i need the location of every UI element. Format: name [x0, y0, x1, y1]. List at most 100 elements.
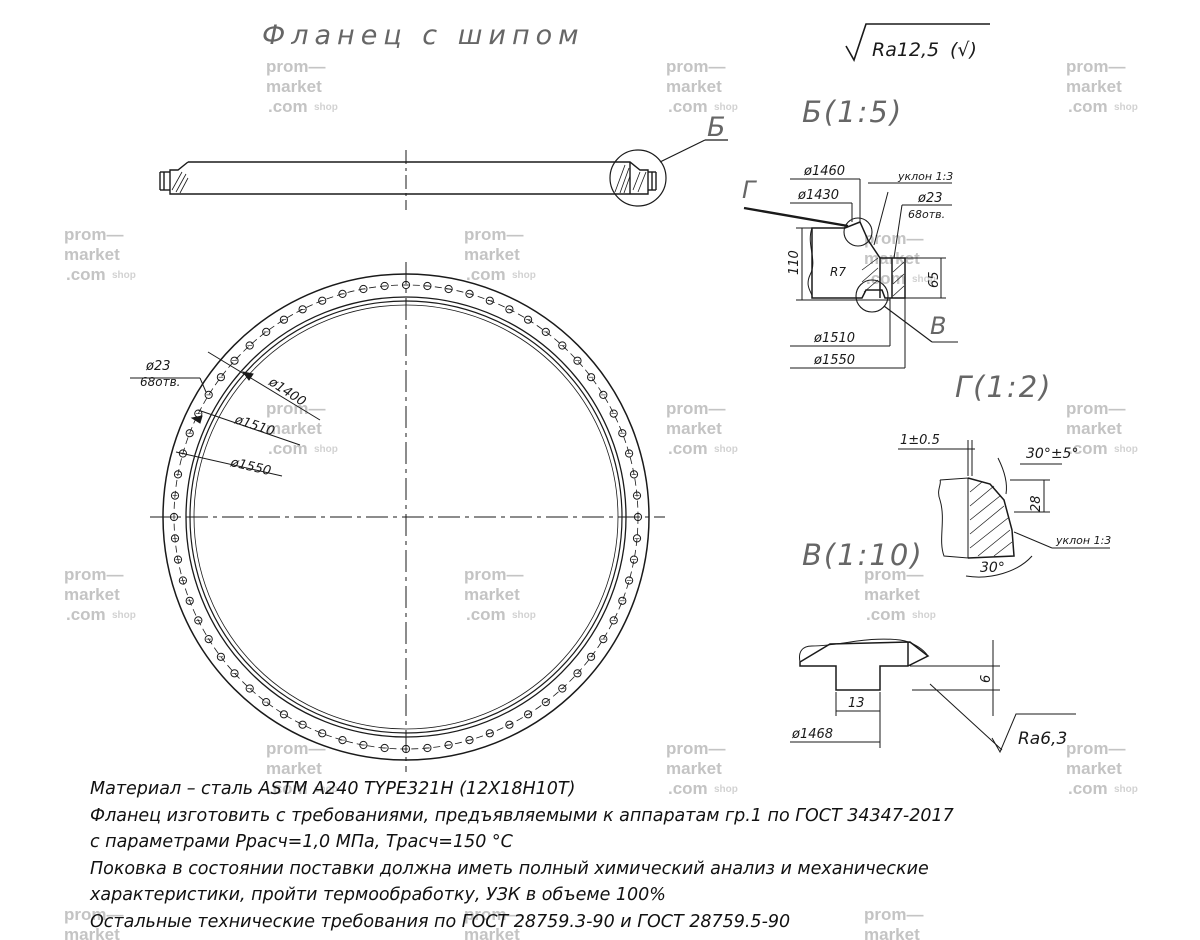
bolt-hole	[185, 429, 194, 438]
bolt-hole	[216, 373, 225, 382]
bolt-hole	[524, 315, 533, 324]
bolt-hole	[170, 534, 180, 543]
detail-b-hole: ø23	[917, 191, 943, 206]
bolt-hole	[609, 409, 618, 418]
watermark-text: market	[1066, 759, 1122, 778]
bolt-hole	[318, 729, 327, 738]
plan-dim-1550: ø1550	[228, 455, 272, 479]
bolt-hole	[541, 327, 550, 336]
watermark-text: prom—	[266, 57, 326, 76]
note-other-standards: Остальные технические требования по ГОСТ…	[90, 911, 791, 932]
watermark-text: market	[666, 419, 722, 438]
bolt-hole	[173, 470, 183, 479]
bolt-hole	[185, 596, 194, 605]
bolt-hole	[625, 576, 634, 585]
watermark-text: .com	[66, 265, 106, 284]
watermark-text: market	[864, 925, 920, 940]
bolt-hole	[444, 284, 453, 294]
bolt-hole	[216, 652, 225, 661]
bolt-hole	[318, 296, 327, 305]
bolt-hole	[359, 284, 368, 294]
technical-requirements: Материал – сталь ASTM A240 TYPE321H (12Х…	[90, 776, 1090, 935]
watermark-shop-text: shop	[512, 610, 536, 621]
bolt-hole	[245, 684, 254, 693]
bolt-hole	[599, 390, 608, 399]
watermark-text: .com	[668, 97, 708, 116]
surface-finish-general	[845, 23, 990, 62]
bolt-hole	[423, 743, 432, 753]
note-requirements: Фланец изготовить с требованиями, предъя…	[90, 805, 954, 826]
watermark-text: prom—	[266, 739, 326, 758]
bolt-hole	[298, 305, 307, 314]
watermark-shop-text: shop	[912, 610, 936, 621]
drawing-title: Фланец с шипом	[262, 20, 585, 51]
watermark-text: market	[64, 585, 120, 604]
watermark-text: .com	[268, 97, 308, 116]
bolt-holes	[169, 280, 643, 754]
bolt-hole	[230, 669, 239, 678]
detail-v-d1468: ø1468	[791, 727, 833, 742]
detail-b-hole-count: 68отв.	[908, 208, 945, 221]
watermark-text: market	[1066, 419, 1122, 438]
watermark-shop-text: shop	[112, 610, 136, 621]
detail-g-profile	[938, 477, 1015, 559]
bolt-hole	[573, 669, 582, 678]
watermark-text: market	[266, 759, 322, 778]
watermark-text: prom—	[266, 399, 326, 418]
plan-dimension-leaders	[130, 351, 321, 477]
bolt-hole	[204, 635, 213, 644]
bolt-hole	[262, 327, 271, 336]
plan-hole-count: 68отв.	[140, 375, 181, 389]
watermark-text: .com	[1068, 439, 1108, 458]
watermark-text: prom—	[1066, 57, 1126, 76]
watermark-text: .com	[866, 269, 906, 288]
detail-g-title: Г(1:2)	[955, 370, 1052, 404]
watermark-text: prom—	[864, 565, 924, 584]
bolt-hole	[618, 596, 627, 605]
watermark-text: prom—	[666, 399, 726, 418]
bolt-hole	[262, 698, 271, 707]
view-marker-b: Б	[707, 112, 726, 143]
watermark-text: market	[64, 925, 120, 940]
detail-b-d1550: ø1550	[813, 353, 855, 368]
detail-b-h65: 65	[927, 271, 942, 288]
watermark-shop-text: shop	[1114, 784, 1138, 795]
detail-g-hatch	[969, 481, 1013, 557]
detail-v-profile	[799, 638, 930, 691]
watermark-text: market	[464, 585, 520, 604]
watermark-text: .com	[66, 605, 106, 624]
detail-b-d1510: ø1510	[813, 331, 855, 346]
bolt-hole	[609, 616, 618, 625]
watermark-text: .com	[1068, 779, 1108, 798]
bolt-hole	[338, 289, 347, 298]
bolt-hole	[230, 356, 239, 365]
bolt-hole	[587, 652, 596, 661]
watermark-text: .com	[268, 439, 308, 458]
watermark-shop-text: shop	[314, 102, 338, 113]
bolt-hole	[279, 315, 288, 324]
watermark-text: .com	[466, 605, 506, 624]
bolt-hole	[558, 684, 567, 693]
bolt-hole	[625, 449, 634, 458]
watermark-text: prom—	[1066, 739, 1126, 758]
watermark-shop-text: shop	[314, 444, 338, 455]
watermark-text: prom—	[864, 229, 924, 248]
bolt-hole	[541, 698, 550, 707]
watermark-text: prom—	[464, 905, 524, 924]
watermark-text: prom—	[464, 565, 524, 584]
watermark-text: market	[666, 759, 722, 778]
detail-v-h6: 6	[979, 675, 994, 683]
surface-finish-general-label: Ra12,5	[872, 39, 939, 61]
watermark-text: market	[864, 585, 920, 604]
detail-b-hatch	[861, 257, 905, 297]
plan-center-lines	[150, 262, 665, 772]
watermark-shop-text: shop	[912, 274, 936, 285]
detail-b-marker-v: В	[930, 312, 946, 340]
bolt-hole	[444, 740, 453, 750]
